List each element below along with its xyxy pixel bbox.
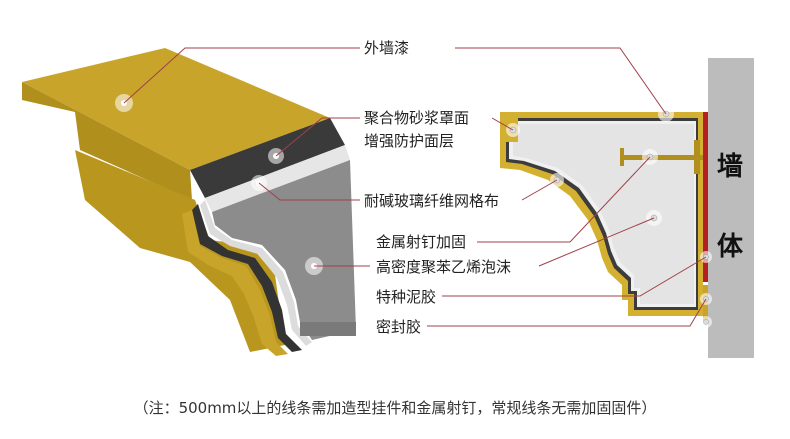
mortar-layer xyxy=(190,118,345,198)
leader-glue xyxy=(442,256,707,297)
leader-sealant xyxy=(427,298,707,327)
label-polymer-mortar-line1: 聚合物砂浆罩面 xyxy=(364,109,470,127)
mortar-profile-edge xyxy=(192,204,302,352)
label-polymer-mortar-line2: 增强防护面层 xyxy=(364,132,455,150)
mesh-layer xyxy=(205,145,350,212)
cross-section xyxy=(500,58,754,358)
glue-line xyxy=(703,112,708,282)
leader-mortar-left xyxy=(275,117,360,157)
label-special-glue: 特种泥胶 xyxy=(376,288,437,306)
foam-front-face xyxy=(212,160,356,340)
leader-lines xyxy=(123,47,707,327)
paint-front-body xyxy=(75,150,285,352)
leader-exterior-paint-right xyxy=(455,47,667,115)
label-exterior-paint: 外墙漆 xyxy=(364,39,410,57)
marker-dot xyxy=(703,319,709,325)
leader-mesh-right xyxy=(521,179,558,201)
label-sealant: 密封胶 xyxy=(376,318,422,336)
label-fiberglass-mesh: 耐碱玻璃纤维网格布 xyxy=(364,192,500,210)
leader-mesh-left xyxy=(258,182,360,201)
wall-label-char2: 体 xyxy=(717,232,744,262)
foam-base-block xyxy=(300,322,356,336)
paint-left-face xyxy=(22,82,192,200)
wall-label-char1: 墙 xyxy=(717,152,744,182)
leader-mortar-right xyxy=(491,117,514,131)
wall-block xyxy=(708,58,754,358)
leader-exterior-paint-left xyxy=(123,47,360,104)
metal-nail-plate xyxy=(694,140,700,174)
footnote: （注：500mm以上的线条需加造型挂件和金属射钉，常规线条无需加固固件） xyxy=(133,399,657,417)
paint-top-surface xyxy=(22,48,330,170)
metal-nail-shaft xyxy=(620,155,703,160)
leader-foam-right xyxy=(538,217,655,267)
label-metal-nail: 金属射钉加固 xyxy=(376,233,467,251)
metal-nail-head xyxy=(620,148,624,166)
section-foam xyxy=(513,124,694,304)
paint-profile-edge xyxy=(182,210,288,356)
label-eps-foam: 高密度聚苯乙烯泡沫 xyxy=(376,258,512,276)
molding-3d xyxy=(22,48,356,356)
leader-nail xyxy=(477,156,651,243)
